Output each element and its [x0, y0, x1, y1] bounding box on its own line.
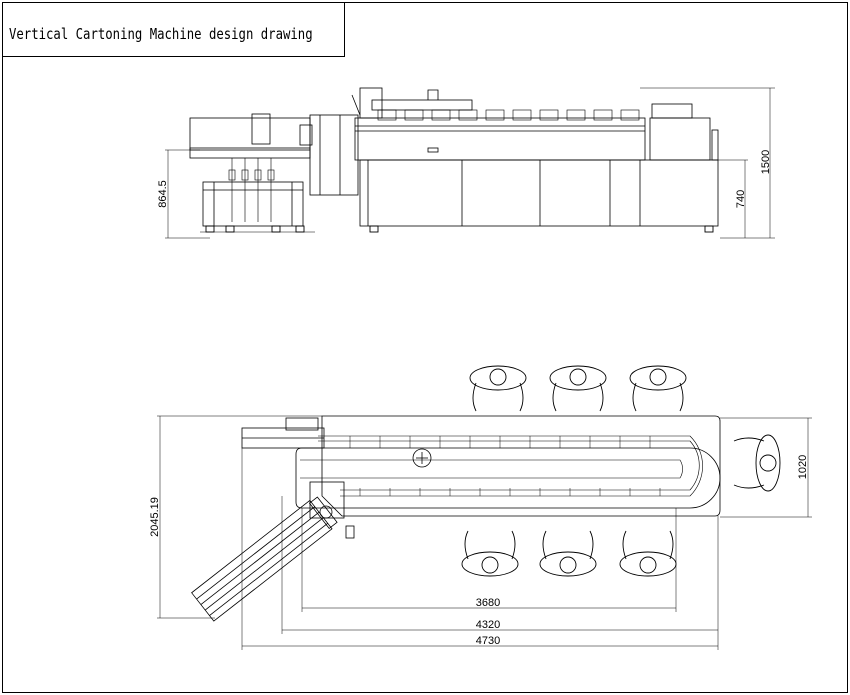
dim-table-height: 740: [735, 190, 747, 208]
operator-icon: [733, 434, 781, 492]
top-machine-outline: [321, 415, 721, 517]
operator-icon: [461, 530, 519, 577]
side-infeed-stand: [202, 181, 304, 227]
dim-total-height: 1500: [760, 150, 772, 174]
operator-icon: [469, 365, 527, 412]
operator-icon: [629, 365, 687, 412]
side-right-module: [649, 117, 711, 161]
operator-icon: [619, 530, 677, 577]
top-drive-wheel: [412, 448, 432, 468]
dim-width-right: 1020: [797, 455, 809, 479]
side-main-cabinet: [359, 159, 719, 227]
side-drive-column: [309, 114, 359, 196]
top-view: 3680 4320 4730 1020 2045.19: [149, 365, 812, 650]
dim-length-total: 4730: [476, 635, 500, 647]
dim-width-left: 2045.19: [149, 497, 161, 537]
operator-icon: [539, 530, 597, 577]
dim-length-inner: 3680: [476, 597, 500, 609]
top-angled-magazine: [191, 496, 338, 622]
operator-icons: [461, 365, 781, 577]
title-block: Vertical Cartoning Machine design drawin…: [2, 2, 345, 57]
operator-icon: [549, 365, 607, 412]
side-upper-structure: [354, 117, 646, 161]
side-infeed-unit: [189, 117, 311, 151]
side-view: 1500 740 864.5: [157, 87, 775, 239]
dim-length-mid: 4320: [476, 619, 500, 631]
drawing-title: Vertical Cartoning Machine design drawin…: [9, 25, 313, 43]
dim-infeed-height: 864.5: [157, 180, 169, 208]
